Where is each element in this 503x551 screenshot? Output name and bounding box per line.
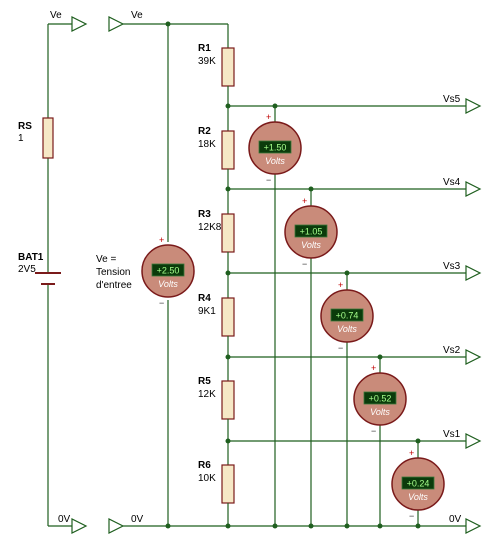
terminal-vs5 [465, 98, 482, 114]
terminal-ve-left [71, 16, 88, 32]
output-label-vs1: Vs1 [443, 429, 461, 440]
resistor-r5-name: R5 [198, 376, 211, 387]
rs-value: 1 [18, 133, 24, 144]
voltmeter-unit: Volts [265, 156, 285, 166]
terminal-0v-mid [108, 518, 125, 534]
output-label-vs4: Vs4 [443, 177, 461, 188]
voltmeter-minus-sign: − [266, 175, 271, 185]
voltmeter-reading: +0.24 [407, 479, 430, 489]
voltmeter-plus-sign: + [371, 363, 376, 373]
resistor-r4-value: 9K1 [198, 306, 216, 317]
voltmeter-unit: Volts [337, 324, 357, 334]
voltmeter-unit: Volts [370, 407, 390, 417]
resistor-r3-value: 12K8 [198, 222, 222, 233]
voltmeter-plus-sign: + [266, 112, 271, 122]
resistor-r6 [221, 464, 235, 504]
voltmeter-reading: +1.50 [264, 143, 287, 153]
terminal-ve-right-label: Ve [131, 10, 143, 21]
resistor-r2-name: R2 [198, 126, 211, 137]
voltmeter-reading: +2.50 [157, 266, 180, 276]
voltmeter-reading: +0.74 [336, 311, 359, 321]
voltmeters: +2.50Volts+−+1.50Volts+−+1.05Volts+−+0.7… [141, 106, 445, 529]
bat1-name: BAT1 [18, 252, 44, 263]
resistor-rs [42, 117, 54, 159]
ve-caption: Ve = Tension d'entree [96, 254, 133, 291]
output-label-vs3: Vs3 [443, 261, 461, 272]
resistor-r3 [221, 213, 235, 253]
output-label-vs2: Vs2 [443, 345, 461, 356]
resistor-r1 [221, 47, 235, 87]
terminal-0v-left-label: 0V [58, 514, 71, 525]
voltmeter-display [363, 391, 397, 405]
voltmeter-unit: Volts [408, 492, 428, 502]
voltmeter-unit: Volts [301, 240, 321, 250]
voltmeter-display [401, 476, 435, 490]
terminal-0v-mid-label: 0V [131, 514, 144, 525]
voltmeter-display [330, 308, 364, 322]
terminal-0v-left [71, 518, 88, 534]
battery-circuit: Ve 0V RS 1 BAT1 2V5 [18, 10, 88, 534]
resistor-r5 [221, 380, 235, 420]
voltmeter-display [294, 224, 328, 238]
resistor-r6-name: R6 [198, 460, 211, 471]
terminal-ve-left-label: Ve [50, 10, 62, 21]
resistor-r4-name: R4 [198, 293, 211, 304]
voltmeter-minus-sign: − [338, 343, 343, 353]
voltmeter-display [151, 263, 185, 277]
voltmeter-reading: +0.52 [369, 394, 392, 404]
resistor-r2-value: 18K [198, 139, 216, 150]
resistor-r6-value: 10K [198, 473, 216, 484]
rs-name: RS [18, 121, 32, 132]
voltmeter-plus-sign: + [409, 448, 414, 458]
terminal-vs4 [465, 181, 482, 197]
voltmeter-plus-sign: + [338, 280, 343, 290]
voltmeter-display [258, 140, 292, 154]
resistor-r1-name: R1 [198, 43, 211, 54]
bat1-value: 2V5 [18, 264, 36, 275]
resistor-r2 [221, 130, 235, 170]
voltmeter-minus-sign: − [302, 259, 307, 269]
resistor-r4 [221, 297, 235, 337]
terminal-0v-right-label: 0V [449, 514, 462, 525]
voltmeter-plus-sign: + [302, 196, 307, 206]
voltmeter-unit: Volts [158, 279, 178, 289]
voltmeter-reading: +1.05 [300, 227, 323, 237]
voltmeter-minus-sign: − [371, 426, 376, 436]
voltmeter-minus-sign: − [409, 511, 414, 521]
terminal-vs2 [465, 349, 482, 365]
terminal-vs1 [465, 433, 482, 449]
resistor-r1-value: 39K [198, 56, 216, 67]
output-label-vs5: Vs5 [443, 94, 461, 105]
terminal-ve-right [108, 16, 125, 32]
voltmeter-minus-sign: − [159, 298, 164, 308]
voltmeter-plus-sign: + [159, 235, 164, 245]
resistor-r5-value: 12K [198, 389, 216, 400]
terminal-0v-right [465, 518, 482, 534]
input-rails: Ve 0V 0V Ve = Tension d'entree [96, 10, 482, 534]
terminal-vs3 [465, 265, 482, 281]
resistor-r3-name: R3 [198, 209, 211, 220]
